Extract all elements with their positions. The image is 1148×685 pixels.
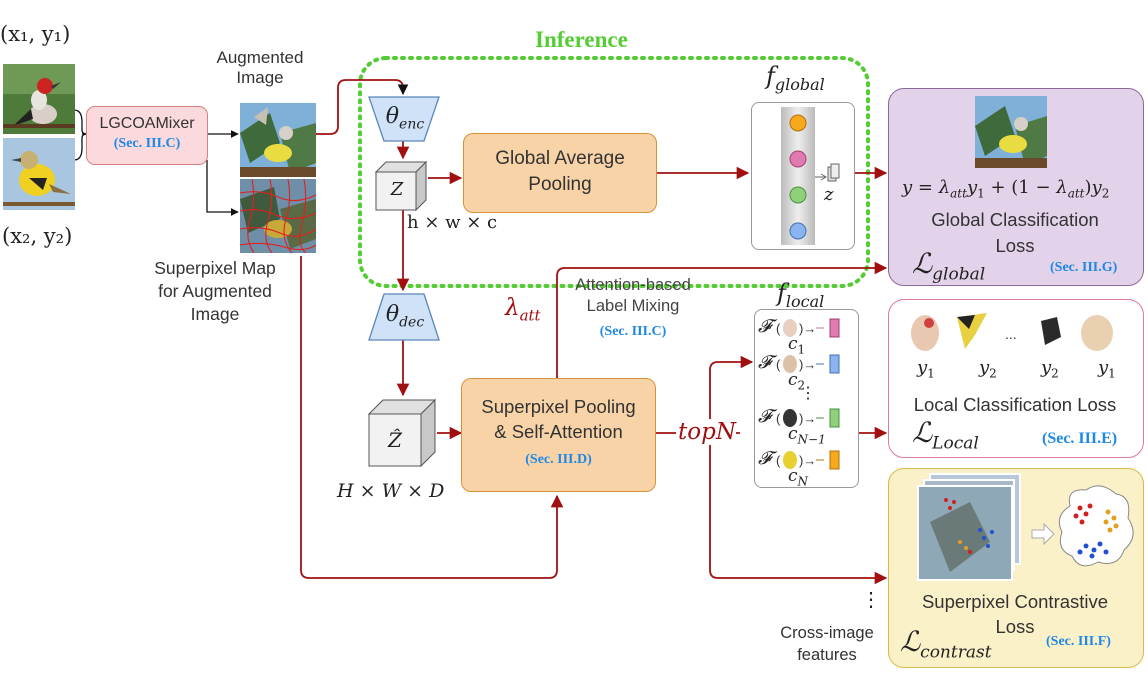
sp-pool-sec: (Sec. III.D) bbox=[525, 452, 592, 467]
svg-text:(: ( bbox=[776, 357, 781, 372]
sp-pool-line-2: & Self-Attention bbox=[494, 421, 623, 442]
gap-line-1: Global Average bbox=[495, 148, 625, 169]
f-local-item-graphic: ( )→ bbox=[776, 354, 840, 374]
topn-to-flocal-arrow bbox=[709, 355, 754, 433]
local-loss-symbol: ℒLocal bbox=[912, 416, 979, 454]
local-loss-label: y2 bbox=[1041, 357, 1059, 381]
lambda-att-label: λatt bbox=[505, 295, 541, 325]
lgcoamixer-block: LGCOAMixer (Sec. III.C) bbox=[86, 106, 208, 165]
encoder-symbol: θenc bbox=[385, 104, 425, 133]
f-local-item-graphic: ( )→ bbox=[776, 408, 840, 428]
label-mixing-text: Attention-based Label Mixing (Sec. III.C… bbox=[575, 276, 691, 339]
woodpecker-image bbox=[3, 64, 75, 134]
superpixel-pooling-block: Superpixel Pooling & Self-Attention (Sec… bbox=[461, 378, 656, 492]
global-loss-image bbox=[975, 96, 1047, 168]
svg-text:(: ( bbox=[776, 411, 781, 426]
f-local-item-graphic: ( )→ bbox=[776, 318, 840, 338]
inference-label: Inference bbox=[535, 27, 628, 52]
input-pair-2-label: (x₂, y₂) bbox=[2, 224, 73, 248]
svg-text:(: ( bbox=[776, 453, 781, 468]
f-local-item: 𝓕 ( )→ cN bbox=[758, 446, 854, 490]
contrast-loss-sec: (Sec. III.F) bbox=[1046, 634, 1111, 649]
topn-label: topN bbox=[678, 419, 736, 445]
mixer-to-superpixel-arrow bbox=[206, 160, 239, 216]
contrast-loss-symbol: ℒcontrast bbox=[900, 625, 992, 663]
z-small-symbol: Z bbox=[390, 179, 404, 200]
lgcoamixer-sec: (Sec. III.C) bbox=[113, 136, 181, 151]
f-global-z: z bbox=[824, 184, 834, 205]
f-local-vertical-dots: ⋮ bbox=[800, 385, 816, 402]
local-loss-patches: ... bbox=[911, 313, 1113, 351]
global-loss-sec: (Sec. III.G) bbox=[1050, 260, 1118, 275]
svg-text:)→: )→ bbox=[799, 321, 816, 336]
local-loss-label: y1 bbox=[917, 357, 935, 381]
svg-text:)→: )→ bbox=[799, 453, 816, 468]
z-large-cube bbox=[367, 398, 437, 468]
augmented-image bbox=[240, 103, 316, 177]
superpixel-to-sppool-arrow bbox=[300, 256, 564, 579]
decoder-block bbox=[368, 293, 440, 341]
f-local-label: flocal bbox=[777, 279, 825, 311]
superpixel-map-label: Superpixel Map for Augmented Image bbox=[154, 258, 276, 324]
gap-line-2: Pooling bbox=[528, 174, 592, 195]
global-loss-symbol: ℒglobal bbox=[912, 247, 986, 285]
z-large-symbol: Ẑ bbox=[388, 428, 402, 452]
global-loss-formula: y = λatty1 + (1 − λatt)y2 bbox=[902, 177, 1110, 201]
local-loss-label: y2 bbox=[979, 357, 997, 381]
local-loss-sec: (Sec. III.E) bbox=[1042, 430, 1118, 447]
meadowlark-image bbox=[3, 138, 75, 210]
svg-text:...: ... bbox=[1005, 326, 1017, 342]
decoder-symbol: θdec bbox=[385, 302, 425, 331]
z-large-dims: H × W × D bbox=[337, 480, 445, 502]
z-small-cube bbox=[374, 160, 428, 212]
f-local-item: 𝓕 ( )→ c2 bbox=[758, 350, 854, 394]
local-loss-label: y1 bbox=[1098, 357, 1116, 381]
svg-text:(: ( bbox=[776, 321, 781, 336]
contrast-loss-graphic bbox=[917, 473, 1134, 581]
svg-text:)→: )→ bbox=[799, 411, 816, 426]
global-average-pooling-block: Global Average Pooling bbox=[463, 133, 657, 213]
local-loss-title: Local Classification Loss bbox=[913, 394, 1117, 415]
f-local-item: 𝓕 ( )→ cN−1 bbox=[758, 404, 854, 448]
f-global-label: fglobal bbox=[766, 62, 825, 94]
svg-text:)→: )→ bbox=[799, 357, 816, 372]
inference-region bbox=[358, 56, 870, 288]
superpixel-map-image bbox=[240, 179, 316, 253]
cross-image-dots: ⋮ bbox=[861, 589, 881, 611]
f-local-item: 𝓕 ( )→ c1 bbox=[758, 314, 854, 358]
input-pair-1-label: (x₁, y₁) bbox=[0, 22, 71, 46]
sp-pool-line-1: Superpixel Pooling bbox=[481, 396, 636, 417]
lgcoamixer-title: LGCOAMixer bbox=[99, 115, 195, 132]
topn-to-contrast-arrow bbox=[709, 433, 888, 585]
f-local-item-graphic: ( )→ bbox=[776, 450, 840, 470]
sppool-to-globalloss-arrow bbox=[556, 261, 888, 378]
encoder-block bbox=[368, 96, 440, 142]
augmented-to-encoder-arrow bbox=[316, 79, 409, 135]
f-global-network bbox=[781, 107, 840, 245]
f-local-block bbox=[754, 309, 859, 488]
z-small-dims: h × w × c bbox=[407, 212, 498, 233]
